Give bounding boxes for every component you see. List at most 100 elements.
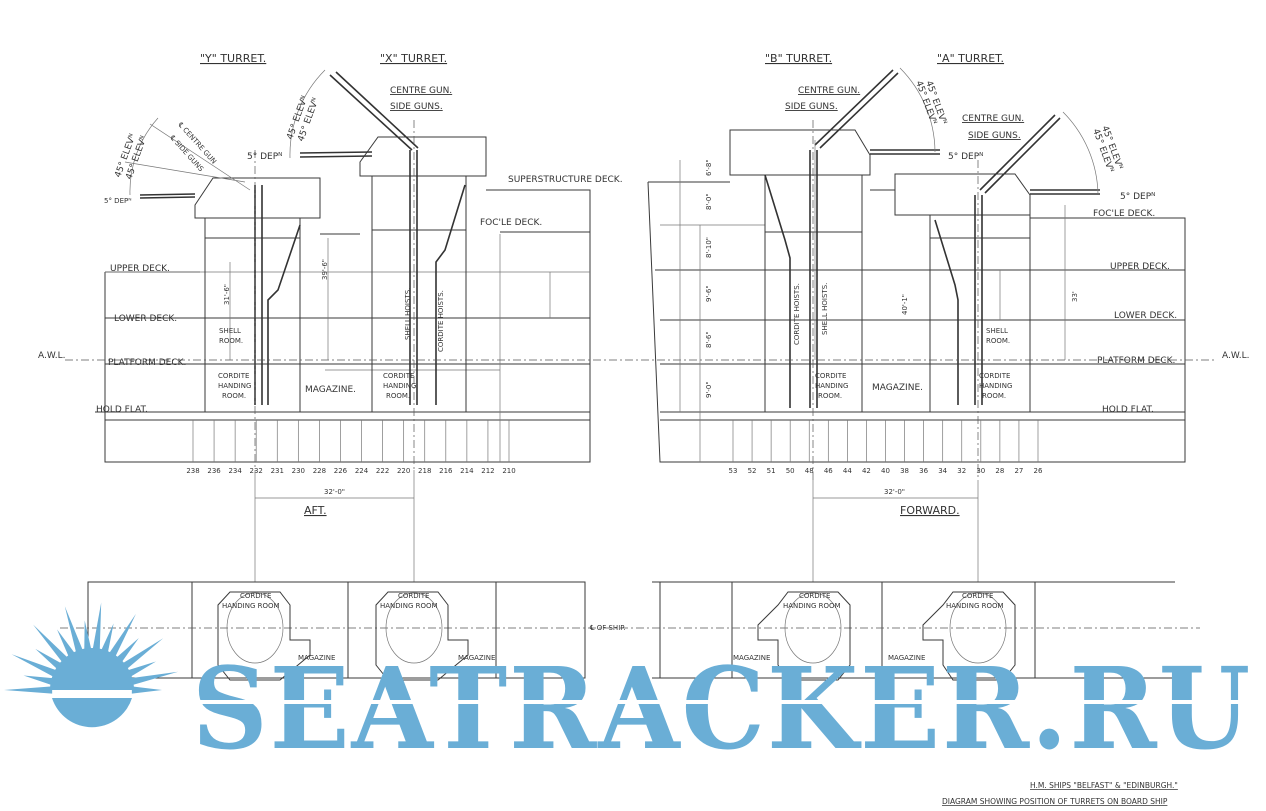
plan-forward-hull: [652, 581, 1175, 679]
y-turret-label: "Y" TURRET.: [200, 52, 266, 65]
b-dep-label: 5° DEPᴺ: [948, 152, 983, 162]
b-cordite-3: ROOM.: [818, 392, 842, 400]
fwd-magazine-label: MAGAZINE.: [872, 383, 923, 393]
x-dep-label: 5° DEPᴺ: [247, 152, 282, 162]
b-height-dim: 40'-1": [901, 294, 909, 315]
frame-number: 212: [481, 467, 494, 475]
plan-a-cordite-2: HANDING ROOM: [946, 602, 1004, 610]
watermark-text: SEATRACKER.RU: [192, 644, 1252, 775]
b-height-1: 6'-8": [705, 159, 713, 176]
x-turret-label: "X" TURRET.: [380, 52, 447, 65]
aft-deck-lines: [95, 317, 590, 421]
x-cordite-hoists: CORDITE HOISTS.: [437, 290, 445, 352]
sun-logo: [4, 602, 179, 728]
plan-y-cordite-2: HANDING ROOM: [222, 602, 280, 610]
frame-number: 32: [957, 467, 966, 475]
aft-hull-outline: [104, 189, 591, 463]
frame-number: 50: [786, 467, 795, 475]
sun-reflection: [52, 698, 132, 728]
x-centre-gun-label: CENTRE GUN.: [390, 86, 452, 96]
a-hoists: [934, 195, 983, 405]
b-height-2: 8'-0": [705, 193, 713, 210]
b-height-3: 8'-10": [705, 237, 713, 258]
b-turret-house: [729, 129, 871, 176]
aft-lower-deck-label: LOWER DECK.: [114, 314, 177, 324]
x-guns: [299, 71, 419, 158]
frame-number: 42: [862, 467, 871, 475]
aft-hold-flat-label: HOLD FLAT.: [96, 405, 148, 415]
x-height-dim: 39'-6": [321, 259, 329, 280]
frame-number: 28: [995, 467, 1004, 475]
plan-a-magazine: MAGAZINE: [888, 654, 925, 662]
y-cordite-1: CORDITE: [218, 372, 249, 380]
frame-number: 44: [843, 467, 852, 475]
y-turret-trunk: [204, 218, 301, 412]
plan-b-handing-room: [757, 591, 851, 681]
sun-ray: [35, 648, 62, 670]
sun-ray: [11, 654, 58, 678]
sun-ray: [4, 686, 53, 694]
plan-aft-hull: [87, 581, 586, 679]
x-turret-house: [359, 136, 487, 177]
y-turret-house: [194, 177, 321, 219]
plan-y-cordite-1: CORDITE: [240, 592, 271, 600]
aft-platform-deck-label: PLATFORM DECK.: [108, 358, 186, 368]
sun-ray: [64, 606, 84, 654]
b-hoists: [764, 150, 818, 408]
frame-number: 38: [900, 467, 909, 475]
x-cordite-3: ROOM.: [386, 392, 410, 400]
title-ships: H.M. SHIPS "BELFAST" & "EDINBURGH.": [1030, 781, 1178, 790]
frame-number: 220: [397, 467, 410, 475]
y-dep-label: 5° DEPᴺ: [104, 197, 132, 205]
sun-ray: [33, 624, 69, 663]
b-turret-trunk: [764, 175, 863, 412]
x-hoists: [409, 150, 466, 405]
frame-number: 228: [313, 467, 326, 475]
aft-upper-deck-label: UPPER DECK.: [110, 264, 170, 274]
plan-a-handing-room: [922, 591, 1016, 681]
y-guns-depressed: [139, 193, 196, 199]
b-side-guns-label: SIDE GUNS.: [785, 102, 838, 112]
aft-elevation: [95, 69, 591, 470]
height-dimension-lines: [229, 140, 1066, 412]
forward-deck-lines: [655, 269, 1185, 421]
sun-ray: [131, 686, 162, 694]
frame-number: 224: [355, 467, 369, 475]
frame-number: 27: [1014, 467, 1023, 475]
frame-number: 40: [881, 467, 890, 475]
forward-label: FORWARD.: [900, 504, 960, 517]
frame-number: 210: [502, 467, 515, 475]
frame-number: 226: [334, 467, 348, 475]
fwd-hold-flat-label: HOLD FLAT.: [1102, 405, 1154, 415]
frame-number: 52: [748, 467, 757, 475]
plan-x-cordite-1: CORDITE: [398, 592, 429, 600]
frame-number: 230: [292, 467, 305, 475]
fwd-spacing-dim: 32'-0": [884, 488, 905, 496]
frame-number: 238: [186, 467, 199, 475]
a-cordite-1: CORDITE: [979, 372, 1010, 380]
fwd-lower-deck-label: LOWER DECK.: [1114, 311, 1177, 321]
a-centre-gun-label: CENTRE GUN.: [962, 114, 1024, 124]
y-shell-room-1: SHELL: [219, 327, 241, 335]
frame-number: 231: [271, 467, 284, 475]
frame-number: 46: [824, 467, 833, 475]
fwd-focsle-deck-label: FOC'LE DECK.: [1093, 209, 1155, 219]
y-cordite-2: HANDING: [218, 382, 251, 390]
a-side-guns-label: SIDE GUNS.: [968, 131, 1021, 141]
sun-ray: [23, 675, 54, 686]
plan-a-cordite-1: CORDITE: [962, 592, 993, 600]
fwd-upper-deck-label: UPPER DECK.: [1110, 262, 1170, 272]
b-shell-hoists: SHELL HOISTS.: [821, 283, 829, 335]
b-height-6: 9'-0": [705, 381, 713, 398]
x-shell-hoists: SHELL HOISTS.: [404, 288, 412, 340]
frame-number: 222: [376, 467, 389, 475]
forward-elevation: [647, 67, 1186, 480]
b-guns: [814, 69, 940, 155]
y-shell-room-2: ROOM.: [219, 337, 243, 345]
frame-number: 36: [919, 467, 928, 475]
aft-awl-label: A.W.L.: [38, 351, 65, 361]
sun-ray: [92, 602, 102, 651]
a-height-dim: 33': [1071, 291, 1079, 302]
b-height-5: 8'-6": [705, 331, 713, 348]
